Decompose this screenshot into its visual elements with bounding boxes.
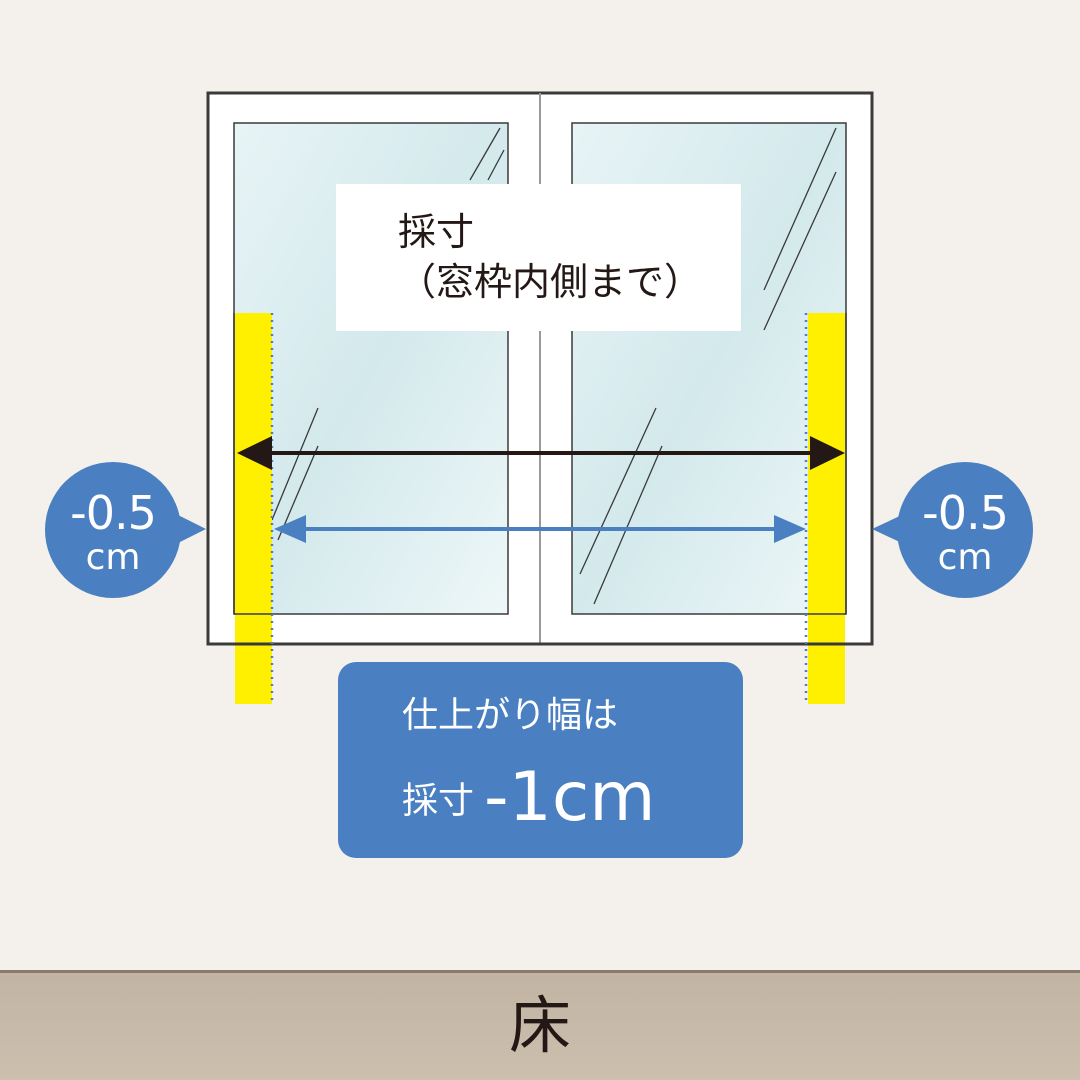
measure-label-title: 採寸 bbox=[398, 210, 475, 254]
right-badge-pointer bbox=[872, 514, 904, 544]
measure-label-box: 採寸 （窓枠内側まで） bbox=[336, 184, 741, 331]
left-badge-value: -0.5 bbox=[70, 486, 157, 540]
formula-value: -1cm bbox=[484, 758, 656, 837]
formula-prefix: 採寸 bbox=[402, 780, 475, 822]
floor: 床 bbox=[0, 970, 1080, 1080]
measure-label-note: （窓枠内側まで） bbox=[398, 260, 703, 304]
right-badge-value: -0.5 bbox=[922, 486, 1009, 540]
right-deduction-badge: -0.5 cm bbox=[897, 462, 1033, 598]
floor-label: 床 bbox=[508, 989, 571, 1062]
finished-width-box: 仕上がり幅は 採寸-1cm bbox=[338, 662, 743, 858]
left-badge-unit: cm bbox=[85, 537, 141, 578]
left-deduction-bar bbox=[235, 313, 272, 704]
right-deduction-bar bbox=[808, 313, 845, 704]
right-badge-unit: cm bbox=[937, 537, 993, 578]
finished-width-formula: 採寸-1cm bbox=[402, 758, 655, 838]
finished-width-title: 仕上がり幅は bbox=[402, 695, 619, 736]
left-badge-pointer bbox=[176, 514, 206, 544]
finished-width-arrow bbox=[274, 515, 806, 543]
left-deduction-badge: -0.5 cm bbox=[45, 462, 181, 598]
measure-arrow bbox=[237, 436, 845, 470]
